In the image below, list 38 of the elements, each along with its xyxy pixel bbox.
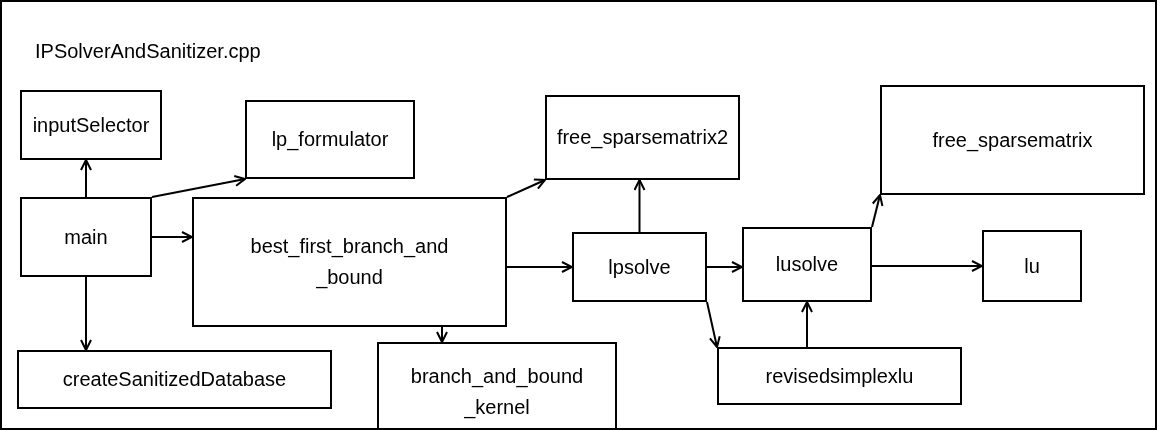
arrow	[506, 261, 573, 273]
arrow	[80, 276, 92, 351]
function-name: lu	[1024, 253, 1040, 279]
function-name: lpsolve	[608, 254, 671, 280]
function-name: free_sparsematrix	[932, 127, 1093, 154]
function-name: best_first_branch_and _bound	[249, 234, 450, 291]
function-name: lp_formulator	[271, 127, 389, 153]
function-box	[572, 232, 707, 302]
function-box	[717, 347, 962, 405]
function-box	[17, 350, 332, 409]
function-box	[20, 90, 162, 160]
arrow	[436, 326, 448, 343]
arrow	[871, 194, 884, 228]
function-name: free_sparsematrix2	[556, 125, 729, 151]
function-box	[880, 85, 1145, 195]
file-name: IPSolverAndSanitizer.cpp	[35, 40, 261, 63]
function-name: inputSelector	[32, 112, 150, 138]
function-name: createSanitizedDatabase	[62, 367, 287, 392]
arrow	[151, 175, 246, 198]
arrow	[871, 260, 983, 272]
function-box	[742, 227, 872, 302]
function-name: revisedsimplexlu	[765, 363, 914, 389]
function-name: lusolve	[775, 252, 839, 277]
arrow	[80, 159, 92, 198]
function-box	[545, 95, 740, 180]
arrow	[633, 179, 646, 233]
arrow	[801, 301, 813, 348]
arrow	[506, 178, 546, 198]
arrow	[151, 231, 193, 243]
function-box	[245, 100, 415, 179]
arrow	[706, 301, 721, 348]
function-box	[20, 197, 152, 277]
function-box	[377, 342, 617, 428]
function-box	[982, 230, 1082, 302]
function-name: main	[64, 224, 108, 250]
arrow	[706, 261, 743, 273]
function-name: branch_and_bound _kernel	[409, 364, 585, 421]
function-box	[192, 197, 507, 327]
